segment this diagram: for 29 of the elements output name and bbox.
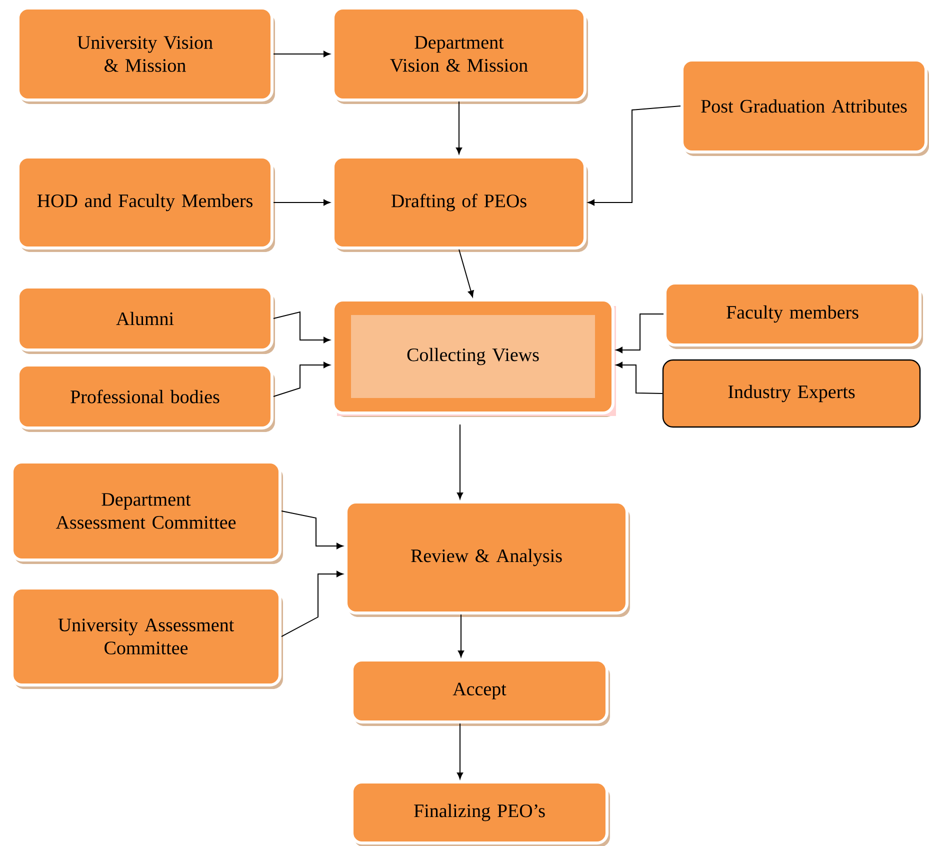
process-box: Department Vision & Mission <box>332 6 588 104</box>
arrow <box>616 314 664 354</box>
process-box: Review & Analysis <box>344 500 630 617</box>
process-box: Alumni <box>16 286 275 354</box>
process-box: University Vision & Mission <box>16 6 275 104</box>
process-box: HOD and Faculty Members <box>16 156 275 252</box>
process-box: University Assessment Committee <box>10 586 283 689</box>
arrow <box>281 510 344 550</box>
process-box: Finalizing PEO’s <box>350 780 610 846</box>
arrow <box>281 570 344 637</box>
process-box: Post Graduation Attributes <box>680 58 929 156</box>
arrow <box>456 723 464 780</box>
arrow <box>273 50 330 58</box>
arrow <box>616 362 663 394</box>
arrow <box>273 362 330 397</box>
arrow <box>456 101 462 154</box>
process-box: Faculty members <box>664 282 923 349</box>
arrow <box>273 311 330 344</box>
arrow <box>588 106 681 206</box>
arrow <box>458 249 474 298</box>
process-box: Collecting Views <box>332 298 616 417</box>
process-box: Department Assessment Committee <box>10 460 283 564</box>
process-box: Industry Experts <box>662 359 921 428</box>
process-box: Professional bodies <box>16 364 275 432</box>
arrow <box>458 614 464 658</box>
arrow <box>456 424 464 500</box>
process-box: Accept <box>350 658 610 726</box>
process-box: Drafting of PEOs <box>332 156 588 252</box>
arrow <box>273 199 330 206</box>
